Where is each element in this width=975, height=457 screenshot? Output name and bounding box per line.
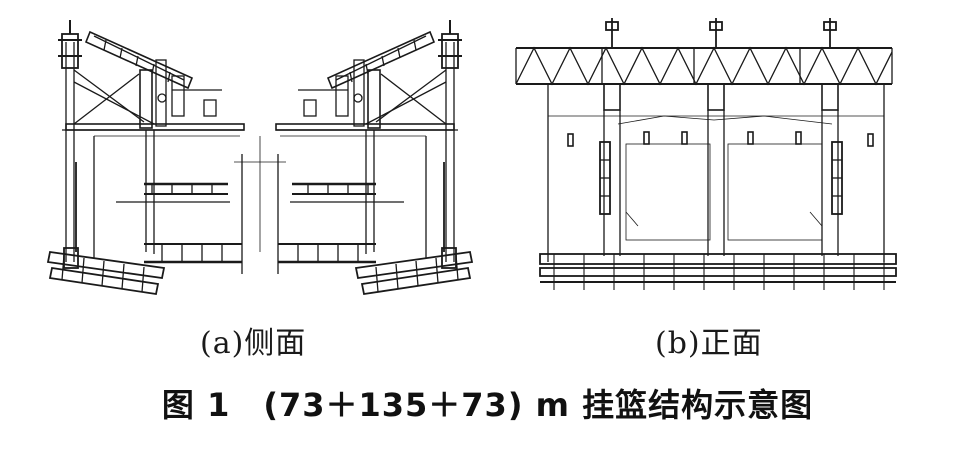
panel-a-caption: (a)侧面	[200, 326, 307, 361]
side-left-truss	[46, 20, 245, 296]
side-view-drawing	[44, 12, 476, 298]
front-view-drawing	[514, 12, 904, 298]
figure-title: 图 1 (73＋135＋73) m 挂篮结构示意图	[161, 386, 814, 424]
panel-b-caption: (b)正面	[655, 326, 763, 361]
side-right-truss	[274, 18, 474, 296]
